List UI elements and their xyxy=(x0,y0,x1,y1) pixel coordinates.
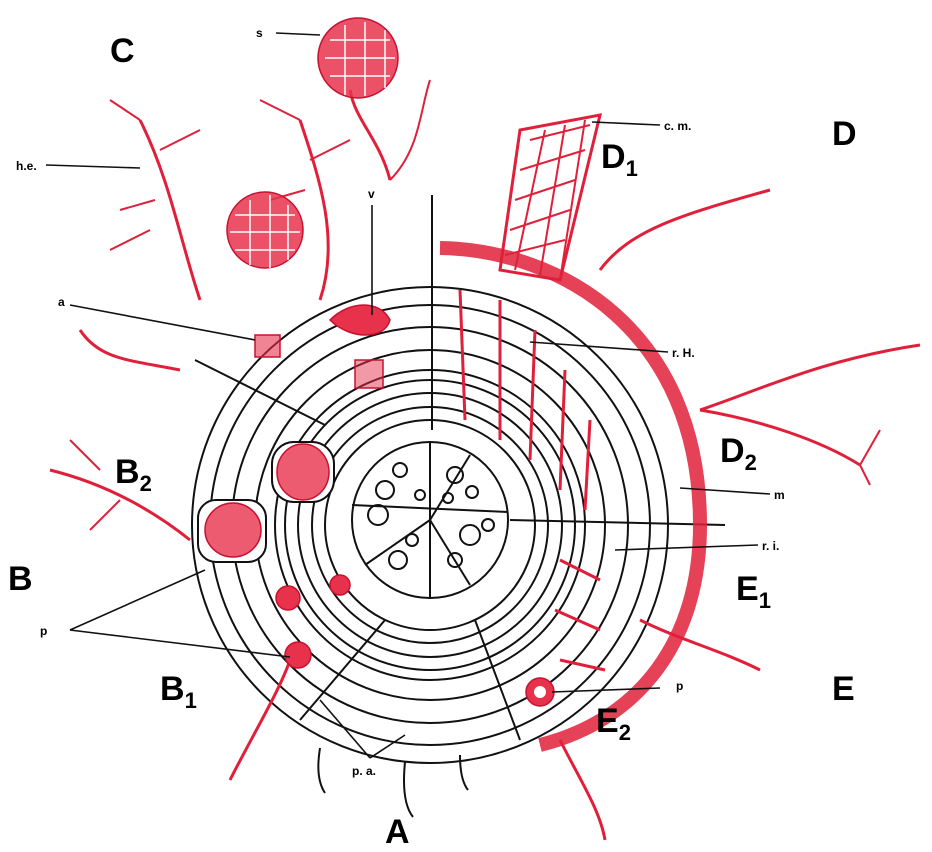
label-s: s xyxy=(256,26,263,40)
fungal-mantle xyxy=(440,115,920,840)
label-a: a xyxy=(58,295,65,309)
label-pa: p. a. xyxy=(352,764,376,778)
label-ri: r. i. xyxy=(762,539,779,553)
leader-cm xyxy=(592,122,660,125)
spore-s xyxy=(318,18,398,98)
sector-divider xyxy=(300,620,385,720)
label-D2: D2 xyxy=(720,432,757,475)
label-C: C xyxy=(110,32,135,70)
peloton-B2 xyxy=(272,442,334,502)
label-p-right: p xyxy=(676,679,683,693)
peloton-B2b xyxy=(198,500,266,562)
leader-p-left xyxy=(70,630,290,657)
label-B2: B2 xyxy=(115,453,152,496)
root-cortex xyxy=(192,195,725,817)
leader-pa xyxy=(320,700,370,758)
label-p-left: p xyxy=(40,624,47,638)
vam-hyphae xyxy=(50,80,430,780)
label-A: A xyxy=(385,813,410,851)
arbuscule-a xyxy=(255,335,280,357)
label-D: D xyxy=(832,115,857,153)
sector-divider xyxy=(510,520,725,525)
leader-ri xyxy=(615,545,758,550)
label-v: v xyxy=(368,187,375,201)
label-B: B xyxy=(8,560,33,598)
vesicle-v xyxy=(330,305,390,335)
leader-p-left xyxy=(70,570,205,630)
label-rH: r. H. xyxy=(672,346,695,360)
peloton-B1 xyxy=(276,586,300,610)
label-he: h.e. xyxy=(16,159,37,173)
label-cm: c. m. xyxy=(664,119,691,133)
label-m: m xyxy=(774,488,785,502)
leader-s xyxy=(276,33,320,35)
label-B1: B1 xyxy=(160,670,197,713)
labels: C D B E A D1 D2 B2 B1 E1 E2 s h.e. v a c… xyxy=(8,26,857,851)
label-E1: E1 xyxy=(736,570,771,613)
stele-divider xyxy=(430,520,470,585)
arbuscule xyxy=(355,360,383,388)
papilla xyxy=(318,748,325,793)
stele-divider xyxy=(365,520,430,565)
label-D1: D1 xyxy=(601,138,638,181)
leader-a xyxy=(70,305,255,340)
leader-he xyxy=(46,165,140,168)
spore-2 xyxy=(227,192,303,268)
sector-divider xyxy=(195,360,325,425)
peloton-E2-core xyxy=(534,686,546,698)
papilla xyxy=(404,762,413,817)
peloton-B1 xyxy=(330,575,350,595)
label-E: E xyxy=(832,670,855,708)
peloton-B1 xyxy=(285,642,311,668)
